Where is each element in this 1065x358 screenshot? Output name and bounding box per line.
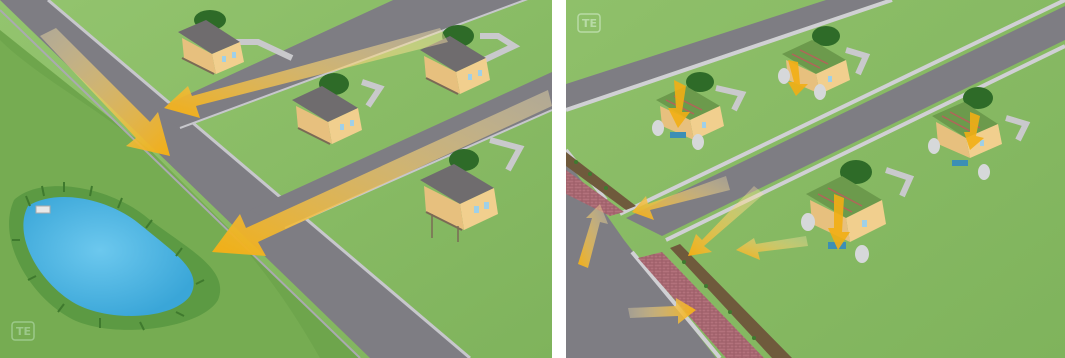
- svg-text:TE: TE: [16, 325, 31, 338]
- rain-garden: [670, 132, 686, 138]
- outflow-structure: [36, 206, 50, 213]
- logo-icon: TE: [578, 14, 600, 32]
- rain-garden: [952, 160, 968, 166]
- rain-barrel-icon: [978, 164, 990, 180]
- rain-barrel-icon: [652, 120, 664, 136]
- svg-text:TE: TE: [582, 17, 597, 30]
- green-scene: TE: [566, 0, 1065, 358]
- rain-barrel-icon: [855, 245, 869, 263]
- rain-barrel-icon: [928, 138, 940, 154]
- green-infrastructure-panel: TE: [566, 0, 1065, 358]
- conventional-runoff-panel: TE: [0, 0, 552, 358]
- conventional-scene: TE: [0, 0, 552, 358]
- rain-barrel-icon: [814, 84, 826, 100]
- rain-barrel-icon: [778, 68, 790, 84]
- rain-barrel-icon: [801, 213, 815, 231]
- rain-barrel-icon: [692, 134, 704, 150]
- logo-icon: TE: [12, 322, 34, 340]
